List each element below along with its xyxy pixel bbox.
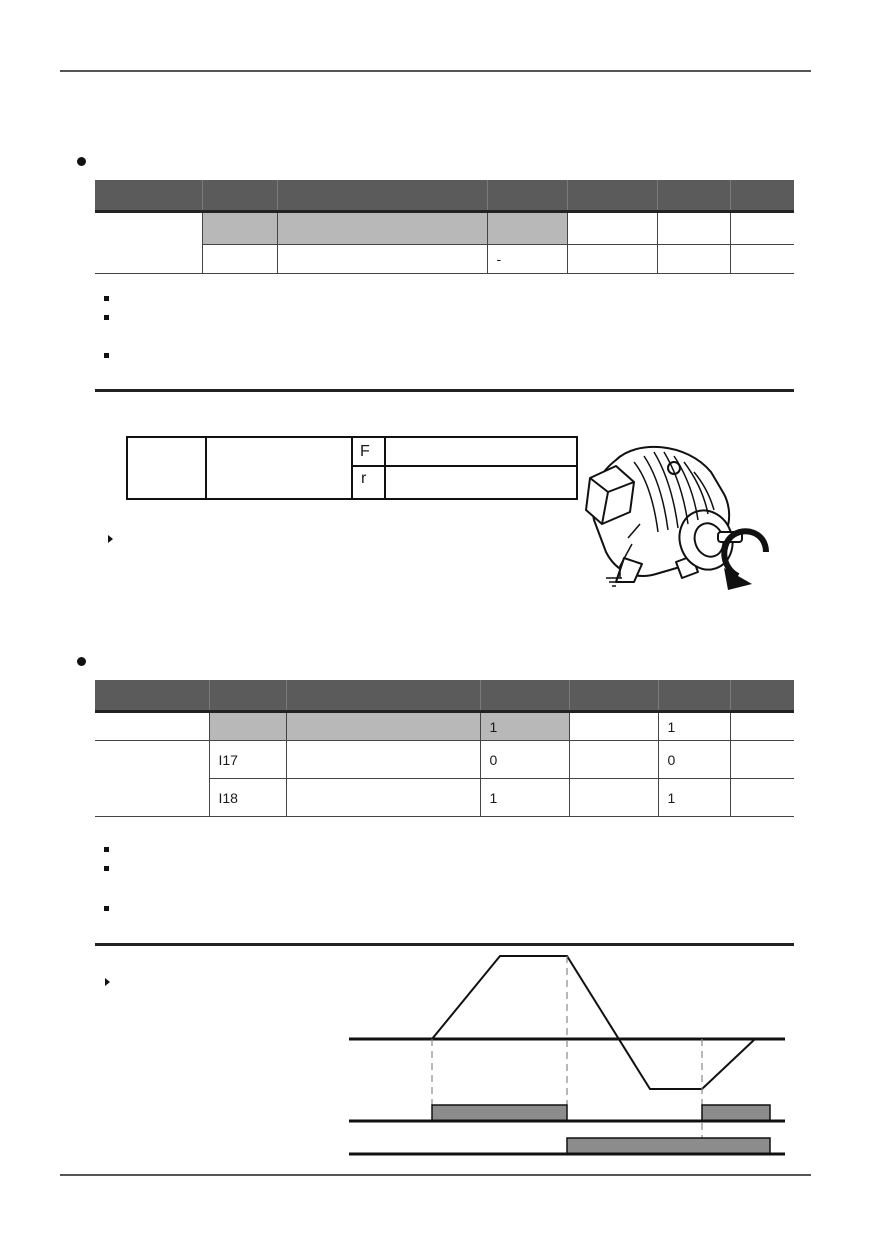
section1-divider — [95, 389, 794, 392]
rotation-code-reverse: r — [361, 470, 367, 487]
footer-rule — [60, 1174, 811, 1176]
table-row — [95, 211, 794, 274]
triangle-pointer-icon — [108, 535, 113, 543]
table-cell: I17 — [209, 740, 287, 779]
header-cell — [658, 680, 731, 713]
table-cell — [657, 244, 731, 274]
header-cell — [567, 180, 658, 213]
header-cell — [95, 180, 203, 213]
table-cell — [209, 711, 287, 741]
header-cell — [569, 680, 659, 713]
motor-illustration — [585, 445, 769, 590]
table-cell: 0 — [658, 740, 731, 779]
square-bullet-icon — [104, 866, 109, 871]
square-bullet-icon — [104, 315, 109, 320]
header-cell — [487, 180, 568, 213]
header-cell — [277, 180, 488, 213]
rotation-direction-table: F r — [126, 436, 578, 500]
table-cell — [657, 211, 731, 245]
table-cell — [202, 211, 278, 245]
square-bullet-icon — [104, 906, 109, 911]
square-bullet-icon — [104, 353, 109, 358]
table-cell — [569, 778, 659, 817]
section1-param-table: - — [95, 180, 794, 274]
table-cell — [95, 740, 210, 817]
table-cell: - — [487, 244, 568, 274]
header-cell — [209, 680, 287, 713]
table-row: 1 1 — [95, 711, 794, 741]
table-cell — [202, 244, 278, 274]
section1-bullet-icon — [77, 157, 86, 166]
signal2-pulse — [566, 1137, 771, 1155]
table-cell — [567, 244, 658, 274]
table-cell: 0 — [480, 740, 570, 779]
rotation-code-forward: F — [360, 443, 370, 460]
speed-waveform — [431, 955, 756, 1090]
header-cell — [730, 680, 794, 713]
header-cell — [480, 680, 570, 713]
table-cell — [730, 778, 794, 817]
table-cell: 1 — [658, 711, 731, 741]
table-cell — [277, 211, 488, 245]
square-bullet-icon — [104, 847, 109, 852]
timing-guides — [431, 956, 703, 1138]
ground-symbol-icon — [606, 543, 633, 587]
table-cell — [569, 740, 659, 779]
table-cell — [286, 778, 481, 817]
triangle-pointer-icon — [105, 978, 110, 986]
table-cell — [730, 711, 794, 741]
table-cell — [730, 244, 794, 274]
signal1-pulse — [701, 1104, 771, 1122]
table-row: I18 1 1 — [95, 778, 794, 817]
table-cell — [286, 711, 481, 741]
header-rule — [60, 70, 811, 72]
signal1-pulse — [431, 1104, 568, 1122]
table-cell — [730, 211, 794, 245]
table-cell: 1 — [658, 778, 731, 817]
table-cell — [95, 211, 203, 274]
table-cell — [277, 244, 488, 274]
table-cell: 1 — [480, 778, 570, 817]
table-cell — [569, 711, 659, 741]
table-header-row — [95, 180, 794, 213]
table-cell — [95, 711, 210, 741]
header-cell — [95, 680, 210, 713]
section2-bullet-icon — [77, 657, 86, 666]
header-cell — [202, 180, 278, 213]
table-cell — [567, 211, 658, 245]
header-cell — [657, 180, 731, 213]
header-cell — [730, 180, 794, 213]
header-cell — [286, 680, 481, 713]
table-row: - — [95, 244, 794, 274]
table-header-row — [95, 680, 794, 713]
table-cell — [730, 740, 794, 779]
table-cell: I18 — [209, 778, 287, 817]
table-cell — [487, 211, 568, 245]
timing-diagram — [349, 955, 785, 1156]
square-bullet-icon — [104, 296, 109, 301]
table-row: I17 0 0 — [95, 740, 794, 817]
section2-divider — [95, 943, 794, 946]
table-cell: 1 — [480, 711, 570, 741]
section2-param-table: 1 1 I17 0 0 I18 1 1 — [95, 680, 794, 817]
table-cell — [286, 740, 481, 779]
rotation-arrow-icon — [721, 528, 769, 590]
